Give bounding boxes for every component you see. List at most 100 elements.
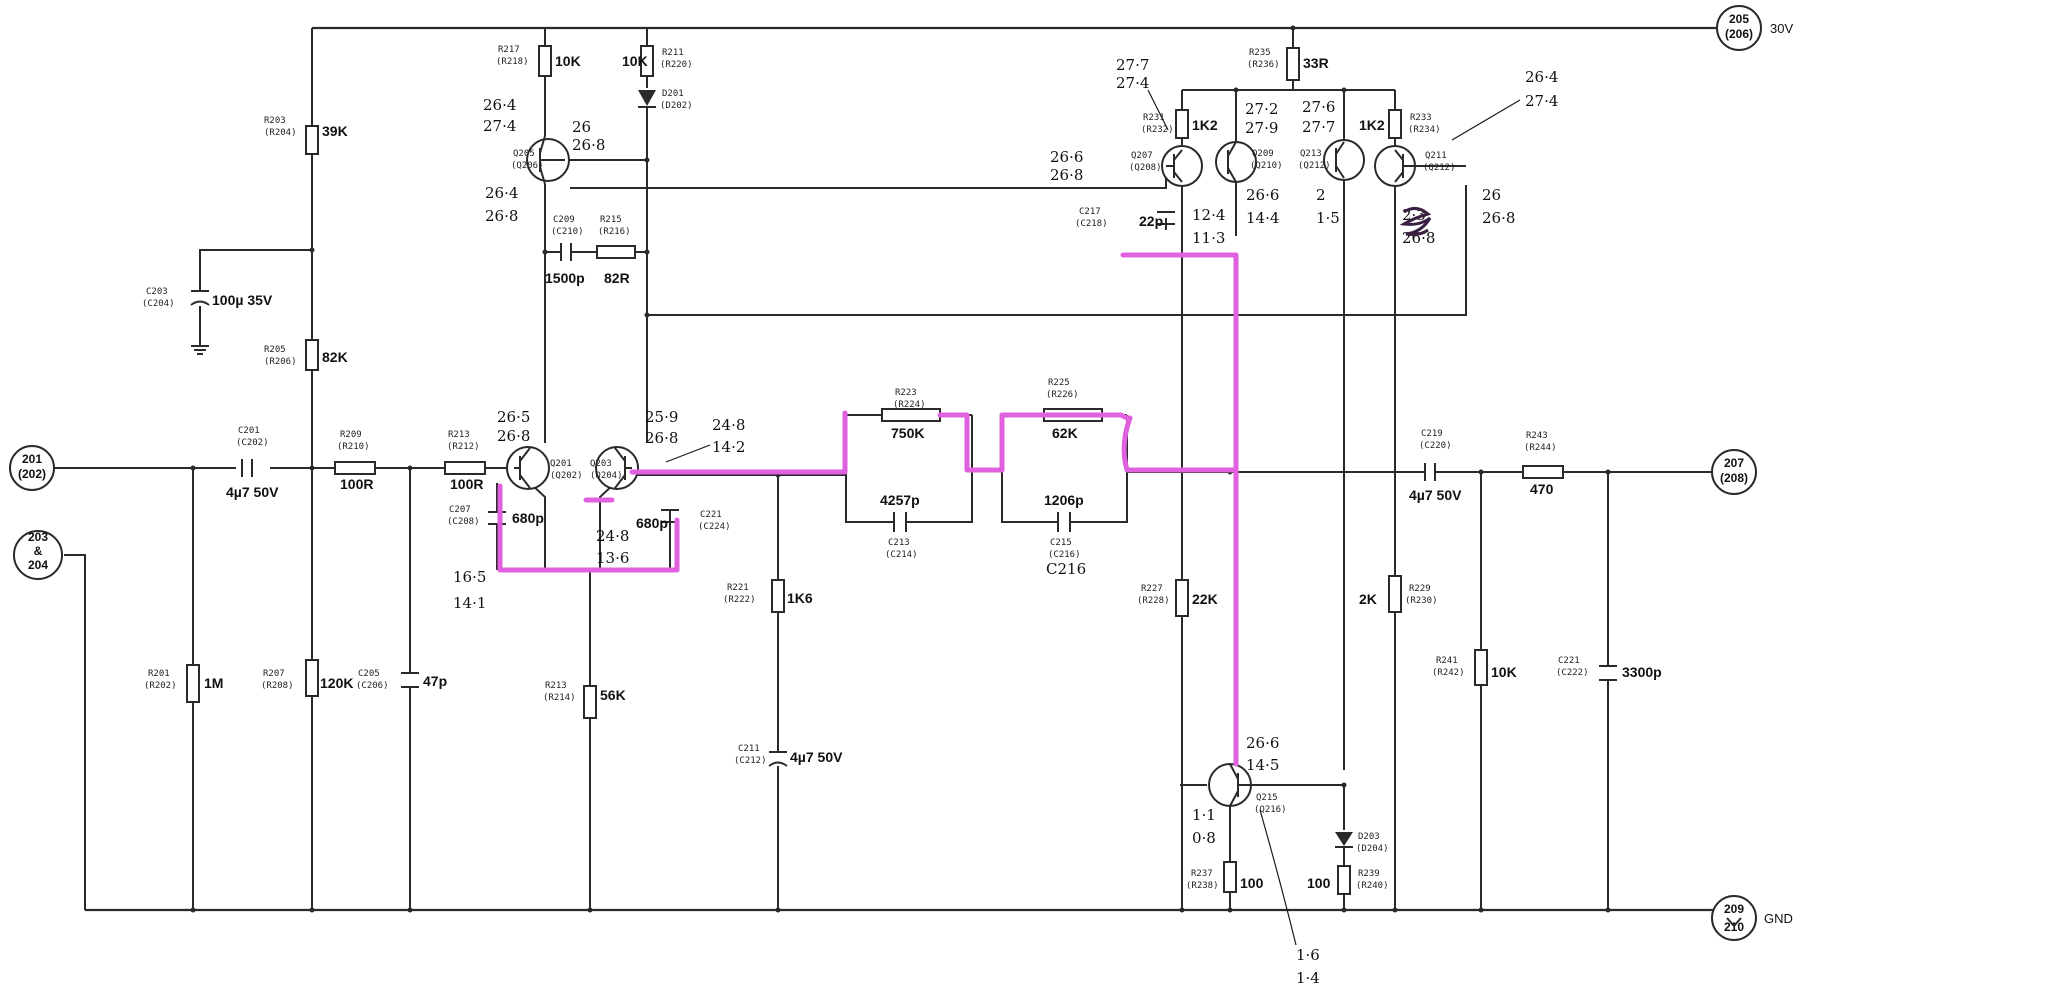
r229-ref-alt: (R230) bbox=[1405, 596, 1438, 606]
c209-ref: C209 bbox=[553, 215, 575, 225]
r207-ref: R207 bbox=[263, 669, 285, 679]
q201-collector-voltage-1: 26·5 bbox=[497, 408, 530, 426]
q203-ref-alt: (Q204) bbox=[590, 471, 623, 481]
resistor-r235: R235 (R236) 33R bbox=[1247, 47, 1329, 81]
c213-ref: C213 bbox=[888, 538, 910, 548]
c219-ref: C219 bbox=[1421, 429, 1443, 439]
c213-value: 4257p bbox=[880, 492, 920, 508]
transistor-q213: Q213 (Q212) bbox=[1298, 139, 1365, 181]
capacitor-c215: 1206p C215 (C216) C216 bbox=[1044, 492, 1086, 578]
junction-dot bbox=[775, 907, 781, 913]
q201-emitter-voltage-2: 14·1 bbox=[453, 594, 486, 612]
q213-emitter-voltage-2: 1·5 bbox=[1316, 209, 1340, 227]
r225-ref: R225 bbox=[1048, 378, 1070, 388]
resistor-r211: 10K R211 (R220) bbox=[622, 45, 693, 77]
r211-ref-alt: (R220) bbox=[660, 60, 693, 70]
c219-value: 4µ7 50V bbox=[1409, 487, 1462, 503]
q215-collector-voltage-1: 26·6 bbox=[1246, 734, 1279, 752]
r215-ref-alt: (R216) bbox=[598, 227, 631, 237]
r227-ref: R227 bbox=[1141, 584, 1163, 594]
q203-collector-voltage-2: 26·8 bbox=[645, 429, 678, 447]
q211-base-voltage-1: 26 bbox=[1482, 186, 1501, 204]
c217-value: 22p bbox=[1139, 213, 1163, 229]
capacitor-c211: C211 (C212) 4µ7 50V bbox=[734, 744, 843, 767]
r231-value: 1K2 bbox=[1192, 117, 1218, 133]
q205-base-voltage-1: 26 bbox=[572, 118, 591, 136]
c209-ref-alt: (C210) bbox=[551, 227, 584, 237]
r203-ref-alt: (R204) bbox=[264, 128, 297, 138]
resistor-r221: R221 (R222) 1K6 bbox=[723, 579, 813, 613]
r233-ref-alt: (R234) bbox=[1408, 125, 1441, 135]
q211-top-voltage-1: 26·4 bbox=[1525, 68, 1558, 86]
r213b-value: 56K bbox=[600, 687, 626, 703]
q215-base-voltage-1: 1·1 bbox=[1192, 806, 1216, 824]
transistor-q209: Q209 (Q210) bbox=[1215, 141, 1283, 183]
terminal-ground: 209 210 GND bbox=[1711, 895, 1793, 941]
r221-value: 1K6 bbox=[787, 590, 813, 606]
junction-dot bbox=[1392, 907, 1398, 913]
junction-dot bbox=[1478, 469, 1484, 475]
q211-ref-alt: (Q212) bbox=[1423, 163, 1456, 173]
resistor-r213: R213 (R212) 100R bbox=[444, 430, 486, 492]
q203-collector-voltage-1: 25·9 bbox=[645, 408, 678, 426]
q211-base-voltage-2: 26·8 bbox=[1482, 209, 1515, 227]
junction-dot bbox=[1605, 907, 1611, 913]
junction-dot bbox=[644, 157, 650, 163]
d203-ref: D203 bbox=[1358, 832, 1380, 842]
junction-dot bbox=[407, 465, 413, 471]
r203-value: 39K bbox=[322, 123, 348, 139]
r217-value: 10K bbox=[555, 53, 581, 69]
r209-ref-alt: (R210) bbox=[337, 442, 370, 452]
terminal-input-alt: (202) bbox=[18, 467, 46, 481]
c221-ref-alt: (C224) bbox=[698, 522, 731, 532]
c215-handwritten-ref: C216 bbox=[1046, 560, 1086, 578]
r207-ref-alt: (R208) bbox=[261, 681, 294, 691]
q215-ref-alt: (Q216) bbox=[1254, 805, 1287, 815]
r217-ref: R217 bbox=[498, 45, 520, 55]
r239-ref: R239 bbox=[1358, 869, 1380, 879]
transistor-q203: Q203 (Q204) bbox=[590, 446, 639, 490]
terminal-output: 207 (208) bbox=[1711, 449, 1757, 495]
junction-dot bbox=[309, 247, 315, 253]
q207-collector-voltage-2: 27·4 bbox=[1116, 74, 1149, 92]
c221b-ref-alt: (C222) bbox=[1556, 668, 1589, 678]
r211-value: 10K bbox=[622, 53, 648, 69]
terminal-output-alt: (208) bbox=[1720, 471, 1748, 485]
resistor-r203: R203 (R204) 39K bbox=[264, 116, 348, 155]
q205-ref: Q205 bbox=[513, 149, 535, 159]
q209-emitter-voltage-2: 14·4 bbox=[1246, 209, 1279, 227]
q203-ref: Q203 bbox=[590, 459, 612, 469]
junction-dot bbox=[1605, 469, 1611, 475]
terminal-input: 201 (202) bbox=[9, 445, 55, 491]
c217-ref-alt: (C218) bbox=[1075, 219, 1108, 229]
junction-dot bbox=[1341, 87, 1347, 93]
r203-ref: R203 bbox=[264, 116, 286, 126]
c221b-value: 3300p bbox=[1622, 664, 1662, 680]
terminal-supply-alt: (206) bbox=[1725, 27, 1753, 41]
resistor-r207: R207 (R208) 120K bbox=[261, 659, 353, 697]
q201-collector-voltage-2: 26·8 bbox=[497, 427, 530, 445]
capacitor-c213: 4257p C213 (C214) bbox=[880, 492, 920, 560]
resistor-r215: R215 (R216) 82R bbox=[596, 215, 636, 286]
c211-ref-alt: (C212) bbox=[734, 756, 767, 766]
r233-ref: R233 bbox=[1410, 113, 1432, 123]
r201-ref: R201 bbox=[148, 669, 170, 679]
q209-collector-voltage-1: 27·2 bbox=[1245, 100, 1278, 118]
handwritten-annotations: 26·4 27·4 26 26·8 26·4 26·8 26·5 26·8 25… bbox=[453, 56, 1558, 987]
bottom-voltage-2: 1·4 bbox=[1296, 969, 1320, 987]
q205-emitter-voltage-1: 26·4 bbox=[485, 184, 518, 202]
terminal-input2-amp: & bbox=[34, 544, 43, 558]
d203-ref-alt: (D204) bbox=[1356, 844, 1389, 854]
terminal-ground-number: 209 bbox=[1724, 902, 1744, 916]
r237-ref: R237 bbox=[1191, 869, 1213, 879]
q207-ref: Q207 bbox=[1131, 151, 1153, 161]
c219-ref-alt: (C220) bbox=[1419, 441, 1452, 451]
c205-ref: C205 bbox=[358, 669, 380, 679]
junction-dot bbox=[1233, 87, 1239, 93]
diode-d201: D201 (D202) bbox=[638, 89, 693, 111]
resistor-r213b: R213 (R214) 56K bbox=[543, 681, 626, 719]
q201-ref-alt: (Q202) bbox=[550, 471, 583, 481]
transistor-q211: Q211 (Q212) bbox=[1374, 145, 1466, 187]
q207-emitter-voltage-1: 12·4 bbox=[1192, 206, 1225, 224]
